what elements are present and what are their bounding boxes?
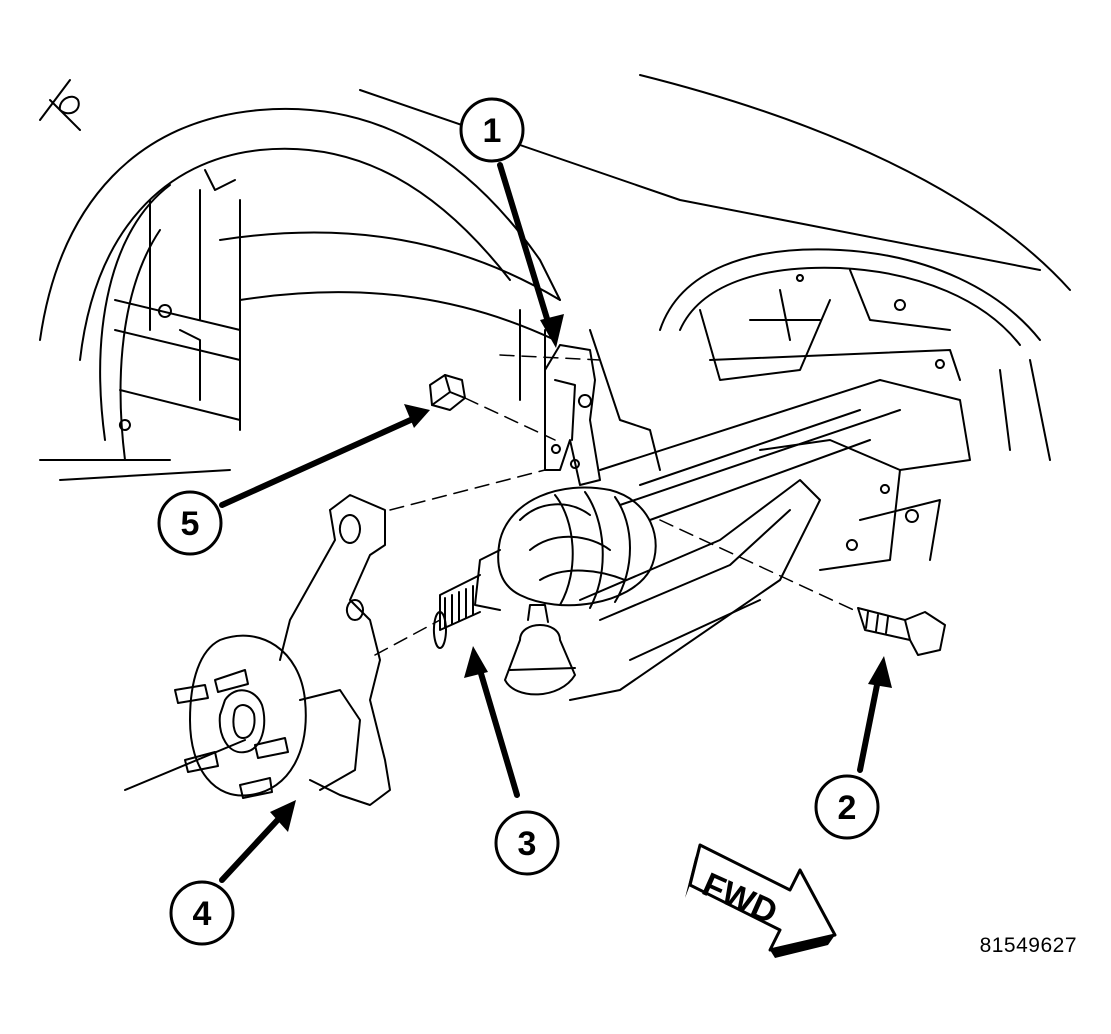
callout-2-label: 2	[838, 789, 857, 827]
arrow-1	[497, 162, 555, 338]
arrowhead-1	[540, 314, 564, 348]
knuckle-hub	[124, 494, 391, 806]
vehicle-body-outline	[39, 74, 1071, 481]
callout-4-label: 4	[193, 895, 212, 933]
arrow-3	[474, 657, 520, 798]
callout-1: 1	[459, 97, 525, 163]
bolt	[857, 607, 946, 656]
arrow-5	[219, 415, 418, 508]
figure-reference-number: 81549627	[979, 934, 1077, 957]
nut	[429, 374, 466, 411]
lower-control-arm	[504, 479, 821, 701]
arrowhead-2	[868, 656, 892, 688]
alignment-lines	[374, 354, 859, 656]
arrow-2	[857, 667, 883, 773]
arrowhead-4	[270, 800, 296, 832]
callout-3-label: 3	[518, 825, 537, 863]
frame-rail	[599, 248, 1051, 571]
callout-4: 4	[169, 880, 235, 946]
forward-direction-arrow: FWD	[685, 843, 837, 958]
callout-3: 3	[494, 810, 560, 876]
callout-5: 5	[157, 490, 223, 556]
arrow-4	[219, 809, 288, 883]
callout-5-label: 5	[181, 505, 200, 543]
leader-arrows	[219, 162, 883, 883]
arrowhead-3	[464, 646, 488, 678]
callout-2: 2	[814, 774, 880, 840]
arrowhead-5	[404, 404, 430, 428]
drive-shaft	[432, 409, 871, 649]
strut-bracket	[544, 344, 601, 486]
callout-1-label: 1	[483, 112, 502, 150]
